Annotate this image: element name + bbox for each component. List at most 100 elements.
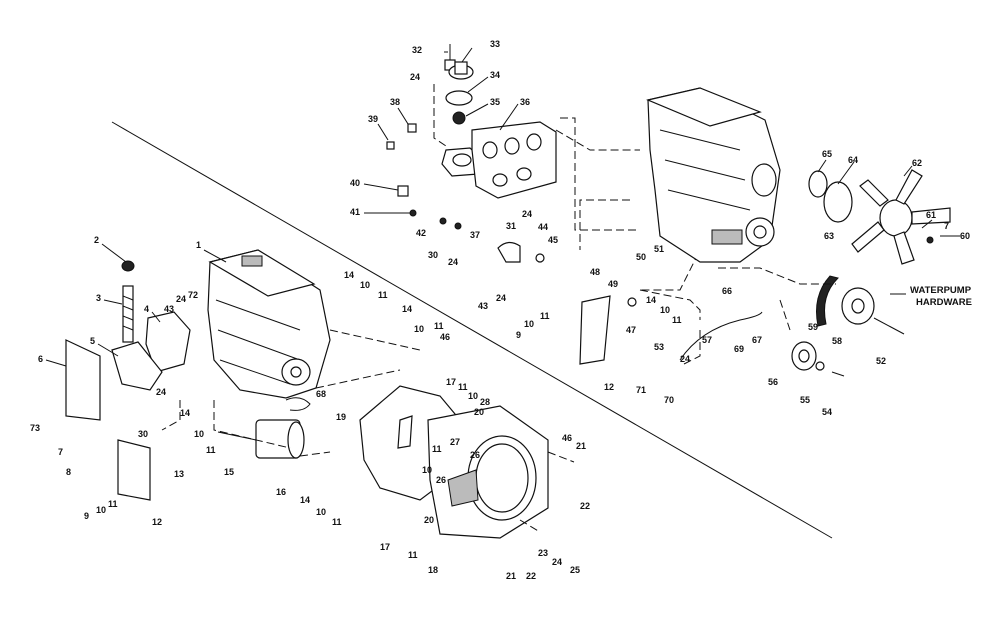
- part-label-24h: 24: [552, 557, 562, 567]
- part-label-58: 58: [832, 336, 842, 346]
- part-label-32: 32: [412, 45, 422, 55]
- lower-dashed-leaders: [161, 329, 575, 533]
- part-label-31: 31: [506, 221, 516, 231]
- part-label-57: 57: [702, 335, 712, 345]
- part-label-2: 2: [94, 235, 99, 245]
- part-label-11h: 11: [432, 444, 442, 454]
- part-label-50: 50: [636, 252, 646, 262]
- part-label-14b: 14: [344, 270, 354, 280]
- part-label-63: 63: [824, 231, 834, 241]
- part-label-11g: 11: [458, 382, 468, 392]
- part-label-35: 35: [490, 97, 500, 107]
- part-label-15: 15: [224, 467, 234, 477]
- part-label-47: 47: [626, 325, 636, 335]
- part-label-59: 59: [808, 322, 818, 332]
- part-label-5: 5: [90, 336, 95, 346]
- part-label-10c: 10: [360, 280, 370, 290]
- upper-engine-block: [646, 87, 781, 263]
- strut-and-bracket-left: [65, 260, 191, 501]
- part-label-68: 68: [316, 389, 326, 399]
- part-label-64: 64: [848, 155, 858, 165]
- part-label-25: 25: [570, 565, 580, 575]
- waterpump-hardware-line1: WATERPUMP: [910, 285, 972, 296]
- part-label-27: 27: [450, 437, 460, 447]
- part-label-55: 55: [800, 395, 810, 405]
- part-label-66: 66: [722, 286, 732, 296]
- part-label-39: 39: [368, 114, 378, 124]
- part-label-62: 62: [912, 158, 922, 168]
- part-label-30b: 30: [428, 250, 438, 260]
- part-label-45: 45: [548, 235, 558, 245]
- bellhousing: [359, 385, 549, 539]
- waterpump-hardware-line2: HARDWARE: [916, 297, 972, 308]
- part-label-12: 12: [152, 517, 162, 527]
- part-label-11: 11: [108, 499, 118, 509]
- part-label-20b: 20: [424, 515, 434, 525]
- part-label-24f: 24: [496, 293, 506, 303]
- part-label-3: 3: [96, 293, 101, 303]
- part-label-13: 13: [174, 469, 184, 479]
- part-label-11c: 11: [378, 290, 388, 300]
- part-label-71: 71: [636, 385, 646, 395]
- part-label-33: 33: [490, 39, 500, 49]
- part-label-12b: 12: [604, 382, 614, 392]
- part-label-16: 16: [276, 487, 286, 497]
- part-label-17: 17: [446, 377, 456, 387]
- waterpump-pulley-group: [718, 267, 905, 377]
- part-label-10b: 10: [194, 429, 204, 439]
- part-label-24e: 24: [522, 209, 532, 219]
- part-label-37: 37: [470, 230, 480, 240]
- part-label-10h: 10: [422, 465, 432, 475]
- part-label-72: 72: [188, 290, 198, 300]
- part-label-17b: 17: [380, 542, 390, 552]
- part-label-24d: 24: [448, 257, 458, 267]
- part-label-41: 41: [350, 207, 360, 217]
- part-label-54: 54: [822, 407, 832, 417]
- part-label-6: 6: [38, 354, 43, 364]
- part-label-30: 30: [138, 429, 148, 439]
- part-label-11d: 11: [434, 321, 444, 331]
- starter-motor: [217, 397, 311, 459]
- part-label-26b: 26: [470, 450, 480, 460]
- part-label-36: 36: [520, 97, 530, 107]
- part-label-42: 42: [416, 228, 426, 238]
- part-label-20: 20: [474, 407, 484, 417]
- part-label-10e: 10: [524, 319, 534, 329]
- part-label-48: 48: [590, 267, 600, 277]
- part-label-14: 14: [180, 408, 190, 418]
- part-label-9b: 9: [516, 330, 521, 340]
- part-label-22b: 22: [526, 571, 536, 581]
- part-label-14c: 14: [402, 304, 412, 314]
- part-label-11j: 11: [408, 550, 418, 560]
- lower-engine-block: [207, 249, 331, 399]
- part-label-14e: 14: [300, 495, 310, 505]
- part-label-49: 49: [608, 279, 618, 289]
- part-label-40: 40: [350, 178, 360, 188]
- part-label-67: 67: [752, 335, 762, 345]
- part-label-43b: 43: [478, 301, 488, 311]
- part-label-23: 23: [538, 548, 548, 558]
- separator-line: [111, 121, 833, 539]
- part-label-10i: 10: [316, 507, 326, 517]
- part-label-73: 73: [30, 423, 40, 433]
- part-label-7b: 7: [944, 221, 949, 231]
- part-label-24b: 24: [176, 294, 186, 304]
- part-label-24g: 24: [680, 354, 690, 364]
- part-label-61: 61: [926, 210, 936, 220]
- part-label-69: 69: [734, 344, 744, 354]
- part-label-10: 10: [96, 505, 106, 515]
- part-label-11b: 11: [206, 445, 216, 455]
- small-fittings-top: [386, 123, 545, 263]
- hose-and-bracket: [579, 289, 763, 365]
- part-label-70: 70: [664, 395, 674, 405]
- part-label-65: 65: [822, 149, 832, 159]
- part-label-11f: 11: [672, 315, 682, 325]
- part-label-21: 21: [576, 441, 586, 451]
- part-label-14d: 14: [646, 295, 656, 305]
- part-label-38: 38: [390, 97, 400, 107]
- part-label-52: 52: [876, 356, 886, 366]
- exhaust-manifold: [471, 121, 557, 199]
- leader-lines: [45, 47, 933, 367]
